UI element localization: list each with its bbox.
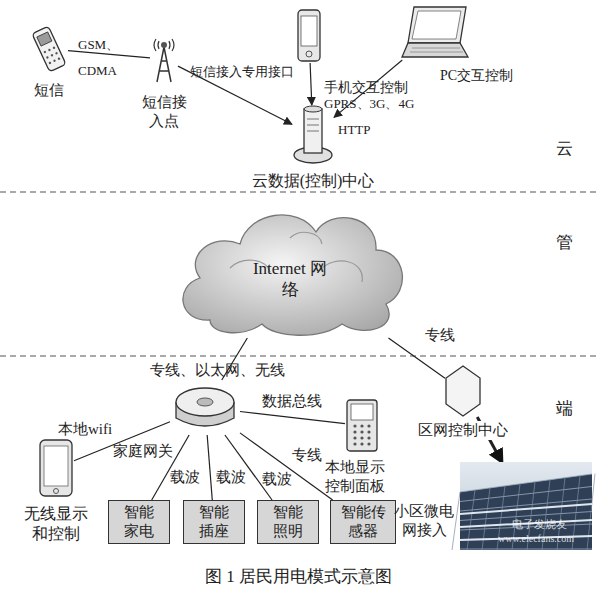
antenna-icon: 短信接入点 xyxy=(150,35,178,83)
node-label: PC交互控制 xyxy=(440,67,550,85)
device-box: 智能传感器 xyxy=(330,500,396,544)
connector-label: GPRS、3G、4G xyxy=(324,96,414,112)
connector-line xyxy=(225,435,272,500)
district-control-hexagon: 区网控制中心 xyxy=(445,365,481,417)
connector-label: 专线、以太网、无线 xyxy=(150,361,285,380)
connector-label: HTTP xyxy=(338,122,371,138)
sms-phone-icon: 短信 xyxy=(30,25,68,73)
laptop-icon: PC交互控制 xyxy=(400,5,470,60)
connector-line xyxy=(240,412,345,424)
connector-label: 数据总线 xyxy=(262,392,322,411)
control-panel-icon-outline xyxy=(345,398,379,453)
node-label: 智能插座 xyxy=(194,503,234,541)
connector-label: 专线 xyxy=(292,446,322,465)
connector-label: 载波 xyxy=(216,468,246,487)
antenna-icon-outline xyxy=(150,35,178,83)
watermark: www.elecfans.com xyxy=(498,533,574,546)
tablet-icon-outline xyxy=(38,438,74,498)
tier-label: 端 xyxy=(556,398,573,419)
connector-line xyxy=(207,435,212,500)
device-box: 智能插座 xyxy=(183,500,245,544)
home-gateway-icon-outline xyxy=(170,380,240,435)
mobile-phone-icon: 手机交互控制 xyxy=(296,8,322,63)
node-label: 家庭网关 xyxy=(110,442,176,461)
connector-line xyxy=(240,433,333,500)
watermark: 电子发烧友 xyxy=(512,518,567,532)
connector-line xyxy=(310,63,312,105)
node-label: 短信接入点 xyxy=(140,93,188,131)
cloud-server-icon: 云数据(控制)中心 xyxy=(292,105,334,165)
node-label: 本地显示控制面板 xyxy=(323,458,387,496)
mobile-phone-icon-outline xyxy=(296,8,322,63)
node-label: 区网控制中心 xyxy=(403,421,523,440)
connector-label: 短信接入专用接口 xyxy=(190,64,294,80)
connector-label: 载波 xyxy=(170,468,200,487)
control-panel-icon: 本地显示控制面板 xyxy=(345,398,379,453)
node-label: Internet 网络 xyxy=(245,258,335,301)
node-label: 智能照明 xyxy=(268,503,308,541)
district-control-hexagon-outline xyxy=(445,365,481,417)
figure-caption: 图 1 居民用电模式示意图 xyxy=(0,566,597,587)
node-label: 短信 xyxy=(29,81,69,100)
node-label: 小区微电网接入 xyxy=(394,502,454,540)
tier-label: 云 xyxy=(556,138,573,159)
dashed-divider xyxy=(0,191,597,192)
node-label: 云数据(控制)中心 xyxy=(228,171,398,191)
cloud-server-icon-outline xyxy=(292,105,334,165)
connector-label: 载波 xyxy=(262,470,292,489)
internet-cloud: Internet 网络 xyxy=(170,198,410,338)
sms-phone-icon-outline xyxy=(30,25,68,73)
connector-label: 专线 xyxy=(425,326,455,345)
dashed-divider xyxy=(0,355,597,356)
connector-label: GSM、CDMA xyxy=(78,32,128,84)
node-label: 无线显示和控制 xyxy=(22,504,90,544)
connector-line xyxy=(388,338,445,378)
home-gateway-icon: 家庭网关 xyxy=(170,380,240,435)
connector-label: 本地wifi xyxy=(58,420,112,439)
node-label: 智能家电 xyxy=(119,503,159,541)
node-label: 智能传感器 xyxy=(339,503,387,541)
laptop-icon-outline xyxy=(400,5,470,60)
device-box: 智能家电 xyxy=(108,500,170,544)
tablet-icon: 无线显示和控制 xyxy=(38,438,74,498)
node-label: 手机交互控制 xyxy=(324,79,434,97)
tier-label: 管 xyxy=(556,232,573,253)
device-box: 智能照明 xyxy=(257,500,319,544)
